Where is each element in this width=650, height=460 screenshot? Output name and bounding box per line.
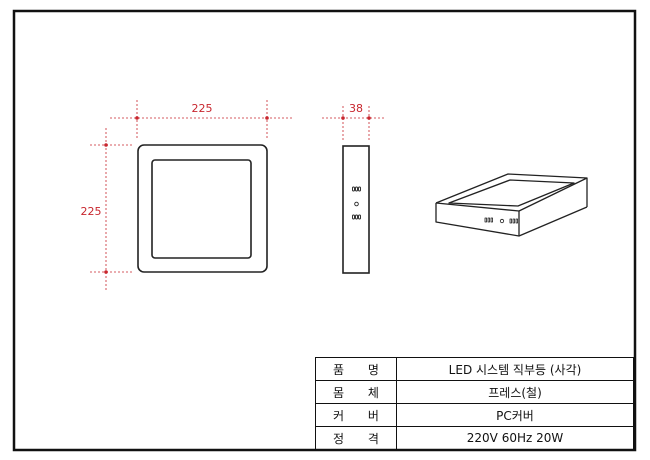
- spec-row: 정 격 220V 60Hz 20W: [315, 426, 634, 450]
- spec-row: 품 명 LED 시스템 직부등 (사각): [315, 357, 634, 381]
- isometric-view: [435, 173, 588, 237]
- iso-top-back-edges: [435, 173, 588, 207]
- iso-side-faces: [435, 203, 588, 237]
- spec-label: 품 명: [315, 357, 397, 381]
- spec-value: 220V 60Hz 20W: [396, 426, 634, 450]
- front-view: [137, 144, 268, 273]
- front-view-inner-panel: [151, 159, 252, 259]
- iso-top-panel: [448, 179, 575, 207]
- dimension-tick: [135, 116, 139, 120]
- spec-row: 커 버 PC커버: [315, 403, 634, 427]
- front-height-label: 225: [81, 205, 102, 218]
- side-view: [342, 145, 370, 274]
- spec-value: 프레스(철): [396, 380, 634, 404]
- front-width-dimension: [110, 100, 292, 140]
- dimension-tick: [104, 143, 108, 147]
- front-width-label: 225: [192, 102, 213, 115]
- spec-row: 몸 체 프레스(철): [315, 380, 634, 404]
- side-depth-dimension: [322, 106, 385, 142]
- spec-table: 품 명 LED 시스템 직부등 (사각) 몸 체 프레스(철) 커 버 PC커버…: [315, 357, 634, 450]
- spec-value: PC커버: [396, 403, 634, 427]
- spec-label: 정 격: [315, 426, 397, 450]
- dimension-tick: [341, 116, 345, 120]
- front-height-dimension: [90, 128, 133, 292]
- side-view-connector: [352, 186, 361, 220]
- side-depth-label: 38: [349, 102, 363, 115]
- iso-connector: [484, 217, 519, 224]
- dimension-tick: [367, 116, 371, 120]
- spec-value: LED 시스템 직부등 (사각): [396, 357, 634, 381]
- drawing-border: [12, 9, 637, 452]
- dimension-tick: [265, 116, 269, 120]
- side-view-body: [342, 145, 370, 274]
- spec-label: 몸 체: [315, 380, 397, 404]
- spec-label: 커 버: [315, 403, 397, 427]
- front-view-outer-frame: [137, 144, 268, 273]
- dimension-tick: [104, 270, 108, 274]
